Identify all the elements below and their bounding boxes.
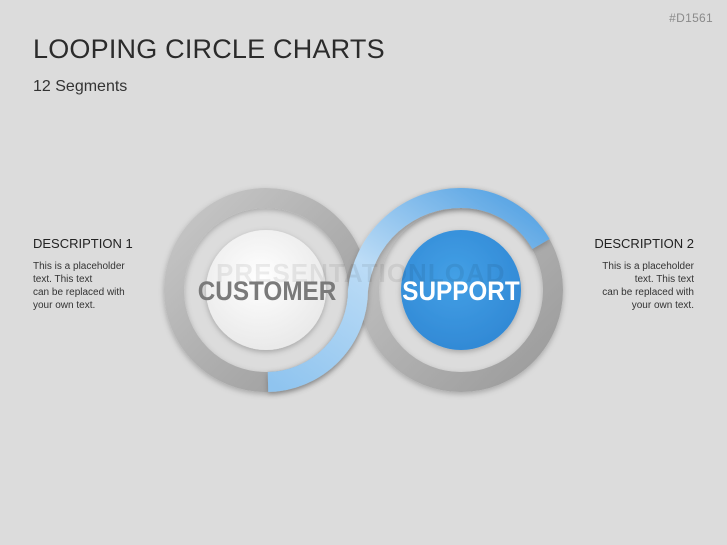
- description-left: DESCRIPTION 1 This is a placeholder text…: [33, 236, 163, 312]
- description-left-line: can be replaced with: [33, 287, 125, 298]
- description-right-body: This is a placeholder text. This text ca…: [564, 260, 694, 312]
- description-left-line: text. This text: [33, 274, 93, 285]
- description-right-line: can be replaced with: [602, 287, 694, 298]
- description-left-line: your own text.: [33, 300, 96, 311]
- watermark: PRESENTATIONLOAD: [216, 258, 506, 288]
- slide-id: #D1561: [669, 11, 713, 25]
- description-right: DESCRIPTION 2 This is a placeholder text…: [564, 236, 694, 312]
- description-right-line: your own text.: [631, 300, 694, 311]
- description-left-line: This is a placeholder: [33, 261, 125, 272]
- description-left-heading: DESCRIPTION 1: [33, 236, 133, 251]
- page-title: LOOPING CIRCLE CHARTS: [33, 34, 385, 64]
- loop-arc: [267, 187, 550, 392]
- description-right-line: This is a placeholder: [602, 261, 694, 272]
- description-left-body: This is a placeholder text. This text ca…: [33, 260, 163, 312]
- page-subtitle: 12 Segments: [33, 78, 128, 95]
- description-right-heading: DESCRIPTION 2: [594, 236, 694, 251]
- support-circle: [401, 230, 521, 350]
- description-right-line: text. This text: [634, 274, 694, 285]
- support-label: SUPPORT: [402, 277, 520, 306]
- customer-label: CUSTOMER: [198, 277, 337, 306]
- customer-circle: [206, 230, 326, 350]
